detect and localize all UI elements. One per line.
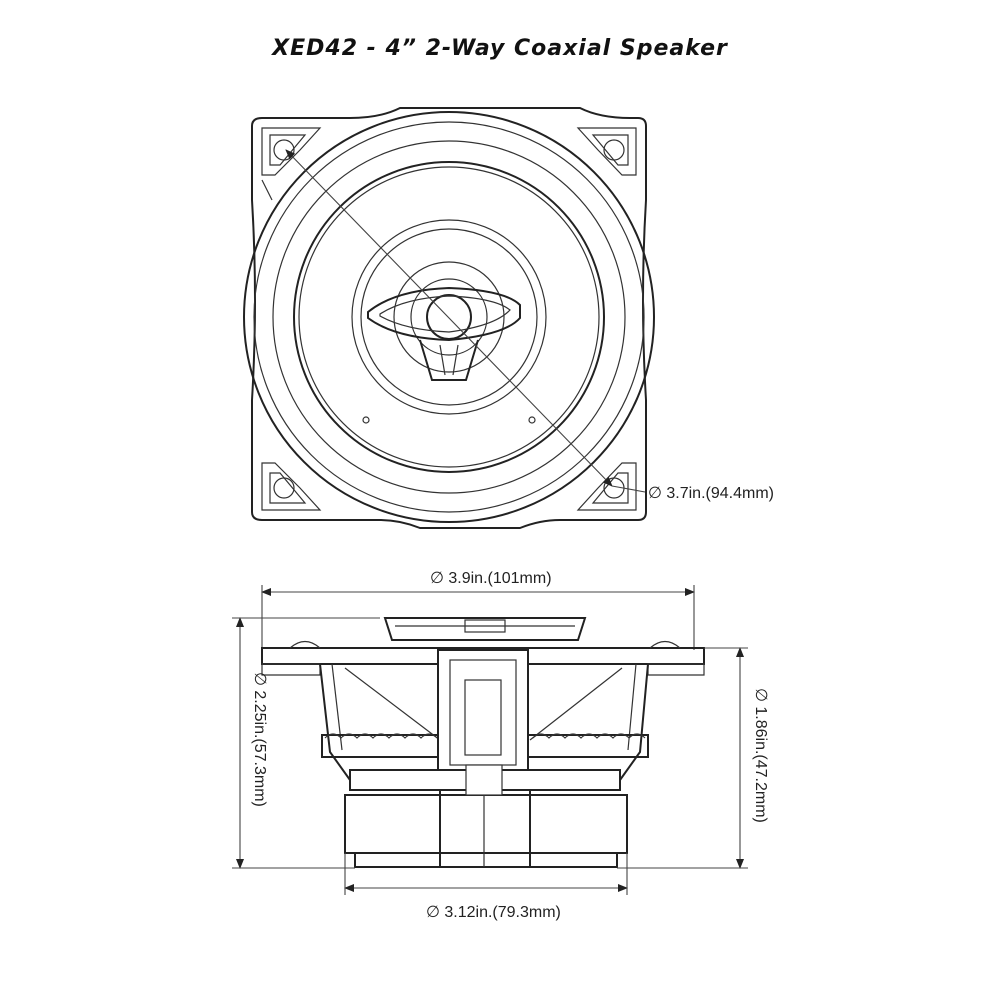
total-depth-label: ∅ 2.25in.(57.3mm) [251,672,268,807]
cone-screw-right [528,416,536,424]
screw-hole-bl [273,477,295,499]
outer-frame-ring [243,111,655,523]
tweeter-bridge-profile [383,617,587,641]
front-view [243,107,655,529]
cone-inner [298,166,600,468]
magnet-diameter-label: ∅ 3.12in.(79.3mm) [426,904,561,921]
dust-cap-inner [360,228,538,406]
side-view [232,585,748,895]
back-plate [354,852,618,868]
frame-ring-2 [253,121,645,513]
mount-depth-label: ∅ 1.86in.(47.2mm) [752,688,769,823]
cone-screw-left [362,416,370,424]
bridge-leg [419,339,479,381]
voice-coil-former [437,649,529,771]
cone-edge [293,161,605,473]
basket-left [319,663,351,781]
mount-ear-top-right [576,127,637,176]
magnet [344,794,628,854]
pole-piece [439,789,531,868]
surround-ring [272,140,626,494]
overall-width-label: ∅ 3.9in.(101mm) [430,570,552,587]
screw-hole-tl [273,139,295,161]
mount-diameter-line [285,149,613,487]
diagram-title: XED42 - 4” 2-Way Coaxial Speaker [272,36,728,61]
mount-diameter-label: ∅ 3.7in.(94.4mm) [648,485,774,502]
screw-hole-tr [603,139,625,161]
basket-right [619,663,649,781]
